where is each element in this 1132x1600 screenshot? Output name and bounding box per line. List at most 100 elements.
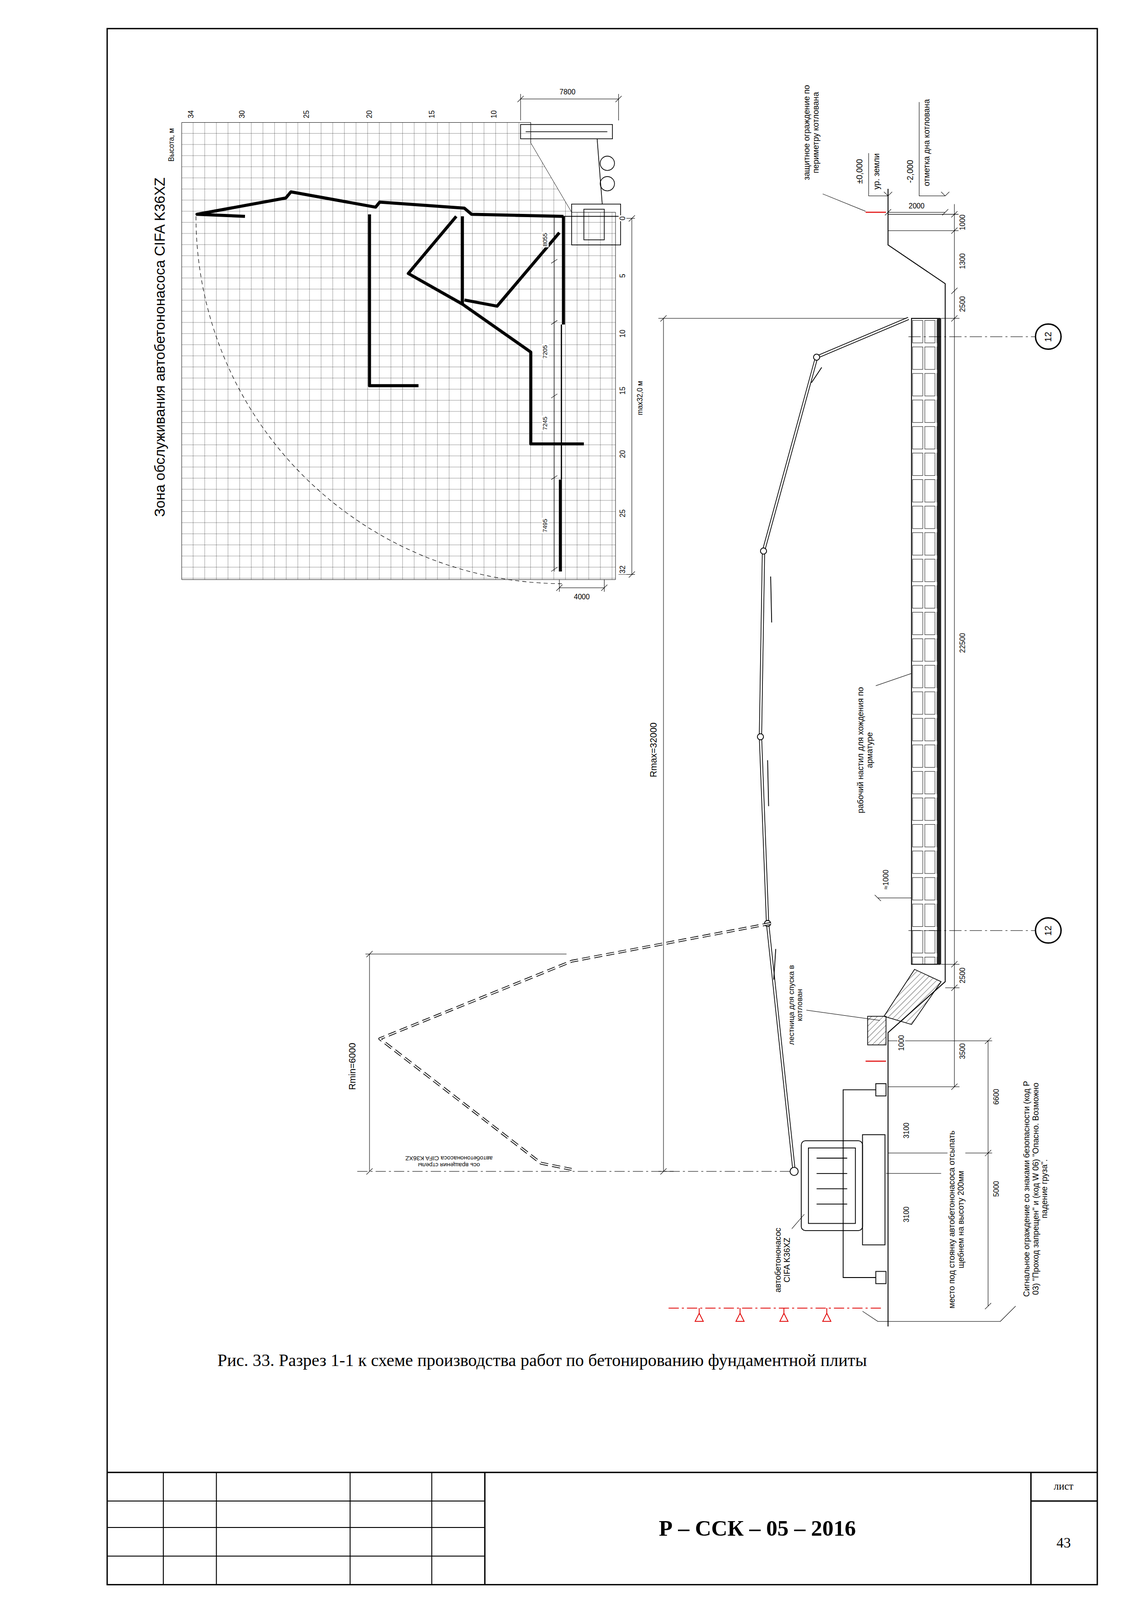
axis-tick: 30: [238, 109, 246, 120]
note: рабочий настил для хождения по арматуре: [856, 673, 875, 828]
service-zone-chart-part-part: [197, 192, 564, 217]
concrete-pump-truck-part: [843, 1090, 881, 1279]
axis-tick: 0: [618, 215, 627, 222]
dimension-label: 6600: [992, 1088, 1001, 1107]
concrete-pump-truck-part: [791, 1214, 805, 1231]
axis-tick: 25: [618, 508, 627, 519]
note: автобетононасос CIFA K36XZ: [773, 1217, 792, 1305]
dimension-label: max32,0 м: [636, 380, 644, 417]
dimension-label: 4000: [573, 593, 591, 601]
boom-working-position-part: [757, 354, 822, 980]
excavation-section-part: [865, 212, 887, 1062]
signal-fence-part: [668, 1308, 884, 1310]
boom-working-position-part-part: [757, 734, 764, 741]
dimension-label: ≈1000: [881, 869, 890, 891]
service-zone-chart-part-part: [571, 204, 621, 246]
axis-tick: 15: [427, 109, 436, 120]
axis-tick: 20: [365, 109, 374, 120]
axis-number: 12: [1043, 331, 1054, 342]
concrete-pump-truck: [790, 1084, 1016, 1322]
service-zone-chart-part: [515, 124, 623, 246]
boom-working-position: [757, 318, 909, 1172]
service-zone-chart-part: [196, 216, 564, 584]
dimension-label: 5000: [992, 1180, 1001, 1199]
dimension-label: 1000: [958, 213, 967, 232]
axis-tick: 5: [618, 272, 627, 279]
axis-title: Высота, м: [167, 127, 176, 163]
boom-working-position-part-part: [813, 354, 820, 360]
dimension-label: Rmin=6000: [346, 1042, 357, 1092]
level-mark: ур. земли: [872, 152, 882, 191]
sheet-frame-part: [107, 28, 1098, 1586]
axis-marker: 12: [1034, 917, 1062, 945]
boom-folded-position-part: [365, 951, 567, 1175]
dimension-label: 2500: [958, 295, 967, 313]
signal-fence: [668, 1308, 884, 1322]
note: защитное ограждение по периметру котлова…: [802, 79, 821, 187]
level-mark: -2,000: [906, 158, 916, 184]
service-zone-chart-part-part: [584, 209, 605, 240]
service-zone-chart-part: [556, 579, 608, 593]
service-zone-chart-part-part: [599, 176, 615, 191]
excavation-section-part: [937, 318, 942, 965]
concrete-pump-truck-part: [862, 1135, 885, 1246]
signal-fence-part: [694, 1313, 831, 1322]
service-zone-chart-part-part: [599, 156, 615, 171]
excavation-section-part: [822, 193, 866, 212]
service-zone-chart-part: [551, 216, 558, 572]
service-zone-chart-part-part: [369, 214, 419, 387]
axis-tick: 10: [618, 328, 627, 339]
service-zone-chart-part-part: [408, 216, 585, 444]
sheet-label: лист: [1053, 1481, 1075, 1493]
dimension-label: 2500: [958, 966, 967, 985]
concrete-pump-truck-part: [816, 1158, 848, 1205]
note: ось вращения стрелы автобетононасоса CIF…: [392, 1154, 506, 1169]
concrete-pump-truck-part: [875, 1084, 886, 1097]
excavation-section: [806, 102, 1035, 1328]
dimension-label: 1000: [897, 1034, 906, 1053]
dimension-label: 7495: [541, 517, 549, 534]
dimension-label: 1300: [958, 252, 967, 271]
axis-tick: 10: [490, 109, 498, 120]
sheet-number: 43: [1055, 1535, 1072, 1552]
concrete-pump-truck-part: [801, 1141, 863, 1232]
concrete-pump-truck-part: [886, 1173, 942, 1174]
inset-title: Зона обслуживания автобетононасоса CIFA …: [152, 176, 168, 518]
concrete-pump-truck-part: [790, 1167, 799, 1176]
note: место под стоянку автобетононасоса отсып…: [947, 1127, 966, 1312]
service-zone-chart-part-part: [525, 131, 608, 205]
level-mark: отметка дна котлована: [922, 98, 932, 188]
excavation-section-part: [867, 1016, 887, 1046]
concrete-pump-truck-part: [862, 1306, 1016, 1323]
service-zone-chart-part-part: [562, 216, 566, 325]
concrete-pump-truck-part: [808, 1148, 856, 1225]
service-zone-chart-part: [517, 93, 622, 121]
dimension-label: 7245: [541, 415, 549, 432]
axis-number: 12: [1043, 925, 1054, 936]
service-zone-chart-part: [560, 324, 563, 480]
dimension-label: Rmax=32000: [648, 721, 659, 779]
axis-tick: 20: [618, 449, 627, 460]
note: Сигнальное ограждение со знаками безопас…: [1022, 1079, 1050, 1299]
dimension-label: 8055: [541, 232, 549, 248]
axis-marker: 12: [1034, 323, 1062, 350]
excavation-section-part: [806, 1010, 880, 1021]
excavation-section-part: [911, 318, 941, 965]
figure-caption: Рис. 33. Разрез 1-1 к схеме производства…: [135, 1349, 1057, 1372]
service-zone-chart-part: [618, 215, 636, 578]
dimension-label: 3500: [958, 1042, 967, 1061]
level-mark: ±0,000: [855, 157, 866, 185]
boom-folded-position: [357, 315, 907, 1175]
service-zone-chart-part-part: [460, 216, 465, 304]
boom-working-position-part-part: [760, 547, 767, 554]
axis-tick: 32: [618, 564, 627, 575]
boom-working-position-part-part: [767, 367, 822, 980]
excavation-section-part: [883, 969, 941, 1025]
service-zone-chart-part-part: [558, 479, 563, 572]
axis-tick: 34: [187, 109, 195, 120]
excavation-section-part: [887, 188, 945, 1327]
excavation-section-part: [908, 336, 1035, 931]
axis-tick: 15: [618, 386, 627, 396]
service-zone-chart-part: [181, 122, 616, 580]
